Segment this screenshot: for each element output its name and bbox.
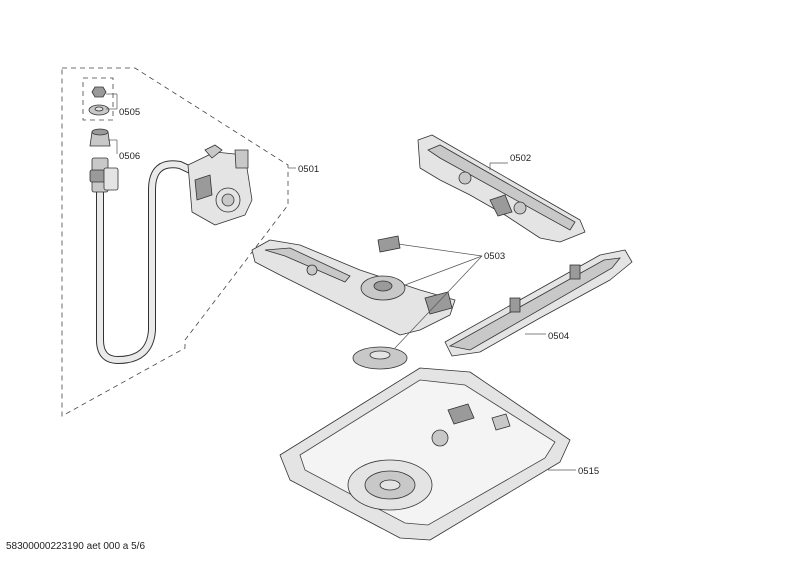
- part-0505-nut-washer: [88, 86, 110, 116]
- part-0515-base-tray: [279, 367, 571, 541]
- part-0506-cap: [89, 128, 111, 147]
- part-0506-hose: [89, 157, 199, 365]
- assembly-group-outline: [61, 67, 289, 417]
- callout-0515: 0515: [578, 466, 599, 477]
- callout-0505: 0505: [119, 107, 140, 118]
- callout-0506: 0506: [119, 151, 140, 162]
- leader-0503b: [404, 255, 483, 286]
- document-id: 58300000223190 aet 000 a 5/6: [6, 541, 146, 552]
- part-0503-spray-arm: [251, 235, 456, 370]
- callout-0503: 0503: [484, 251, 505, 262]
- callout-0501: 0501: [298, 164, 319, 175]
- callout-0502: 0502: [510, 153, 531, 164]
- part-0504-side-rail: [444, 249, 633, 357]
- callout-0504: 0504: [548, 331, 569, 342]
- part-0502-spray-rail: [417, 134, 586, 243]
- leader-0503a: [397, 243, 483, 257]
- part-0501-valve-assembly: [187, 144, 253, 226]
- leader-0503c: [394, 255, 483, 349]
